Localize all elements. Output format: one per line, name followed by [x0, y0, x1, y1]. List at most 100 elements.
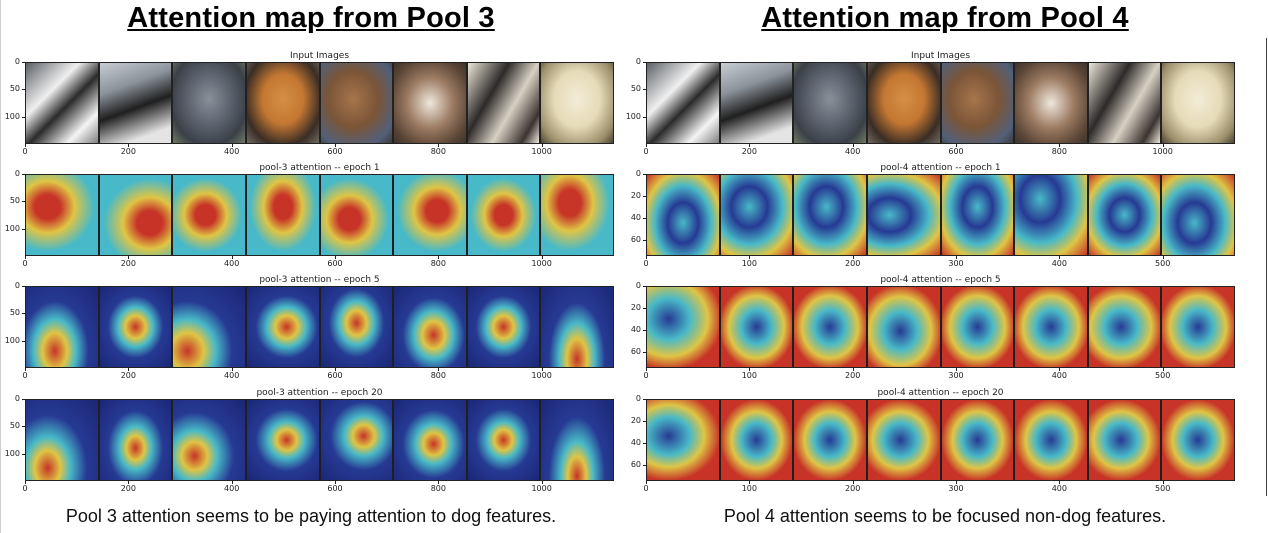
x-tick-label: 1000	[531, 147, 552, 156]
panel-title: Attention map from Pool 3	[127, 2, 495, 34]
attention-map-tile	[320, 175, 395, 255]
x-tick-mark	[25, 256, 26, 259]
x-tick-label: 1000	[531, 259, 552, 268]
x-tick-label: 100	[741, 484, 757, 493]
x-tick-label: 800	[430, 147, 446, 156]
x-tick-mark	[956, 144, 957, 147]
x-tick-label: 600	[327, 371, 343, 380]
attention-map-tile	[1088, 287, 1163, 367]
y-tick-mark	[643, 420, 646, 422]
x-tick-label: 1000	[531, 484, 552, 493]
y-tick-mark	[643, 399, 646, 400]
attention-map-tile	[320, 400, 395, 480]
x-tick-mark	[956, 368, 957, 371]
x-tick-mark	[1059, 481, 1061, 484]
y-tick-label: 0	[635, 57, 641, 66]
attention-map-tile	[26, 287, 100, 367]
x-tick-label: 600	[327, 484, 343, 493]
x-tick-label: 600	[327, 259, 343, 268]
attention-map-tile	[647, 400, 721, 480]
attention-map-tile	[394, 175, 468, 255]
x-tick-label: 0	[22, 147, 28, 156]
image-strip	[25, 399, 614, 481]
x-tick-label: 1000	[531, 371, 552, 380]
y-tick-mark	[643, 116, 646, 118]
x-tick-label: 0	[22, 259, 28, 268]
attention-map-tile	[246, 400, 321, 480]
row-title: pool-4 attention -- epoch 20	[877, 388, 1004, 398]
x-tick-mark	[541, 144, 543, 147]
y-tick-mark	[22, 313, 25, 315]
attention-map-tile	[720, 400, 795, 480]
y-tick-label: 100	[625, 111, 641, 121]
y-tick-mark	[22, 399, 25, 400]
y-tick-mark	[22, 174, 25, 175]
x-tick-mark	[231, 368, 233, 371]
x-tick-mark	[128, 368, 130, 371]
y-tick-label: 100	[4, 111, 20, 121]
y-tick-mark	[643, 239, 646, 241]
y-tick-label: 20	[630, 190, 641, 200]
attention-map-tile	[1162, 400, 1234, 480]
x-tick-mark	[335, 144, 336, 147]
y-tick-mark	[643, 174, 646, 175]
x-tick-mark	[646, 144, 647, 147]
y-tick-label: 60	[630, 346, 641, 356]
attention-map-tile	[173, 175, 247, 255]
attention-map-tile	[1162, 287, 1234, 367]
input-image-tile	[1015, 63, 1089, 143]
input-image-tile	[647, 63, 721, 143]
y-tick-mark	[22, 201, 25, 203]
attention-map-tile	[1088, 175, 1163, 255]
x-tick-mark	[438, 256, 440, 259]
y-tick-mark	[22, 89, 25, 91]
input-image-tile	[1088, 63, 1163, 143]
x-tick-mark	[541, 481, 543, 484]
input-image-tile	[26, 63, 100, 143]
input-image-tile	[467, 63, 542, 143]
y-tick-label: 0	[14, 57, 20, 66]
x-tick-mark	[438, 144, 440, 147]
x-tick-mark	[1162, 481, 1164, 484]
attention-map-tile	[320, 287, 395, 367]
row-title: pool-4 attention -- epoch 5	[880, 275, 1001, 285]
input-image-tile	[320, 63, 395, 143]
y-tick-mark	[643, 217, 646, 219]
y-tick-mark	[643, 351, 646, 353]
y-tick-label: 50	[9, 308, 20, 318]
attention-map-tile	[173, 287, 247, 367]
input-image-tile	[720, 63, 795, 143]
x-tick-mark	[646, 256, 647, 259]
y-tick-mark	[22, 62, 25, 63]
attention-map-tile	[941, 400, 1016, 480]
attention-map-tile	[26, 175, 100, 255]
x-tick-label: 800	[430, 484, 446, 493]
attention-map-tile	[173, 400, 247, 480]
x-tick-mark	[852, 368, 854, 371]
x-tick-mark	[231, 256, 233, 259]
image-strip	[646, 174, 1235, 256]
attention-map-tile	[541, 287, 613, 367]
image-strip	[646, 62, 1235, 144]
input-image-tile	[941, 63, 1016, 143]
x-tick-label: 400	[224, 259, 240, 268]
panel-title: Attention map from Pool 4	[761, 2, 1129, 34]
x-tick-mark	[541, 368, 543, 371]
x-tick-mark	[128, 481, 130, 484]
attention-map-tile	[794, 175, 868, 255]
y-tick-mark	[643, 329, 646, 331]
y-tick-label: 0	[14, 394, 20, 403]
attention-map-tile	[394, 400, 468, 480]
attention-map-tile	[1015, 175, 1089, 255]
x-tick-mark	[749, 368, 751, 371]
x-tick-label: 200	[845, 259, 861, 268]
x-tick-mark	[1162, 256, 1164, 259]
x-tick-label: 200	[120, 147, 136, 156]
y-tick-mark	[22, 286, 25, 287]
attention-map-tile	[467, 287, 542, 367]
y-tick-label: 0	[635, 394, 641, 403]
y-tick-label: 0	[14, 169, 20, 178]
input-image-tile	[173, 63, 247, 143]
x-tick-label: 400	[1051, 371, 1067, 380]
y-tick-label: 50	[9, 421, 20, 431]
